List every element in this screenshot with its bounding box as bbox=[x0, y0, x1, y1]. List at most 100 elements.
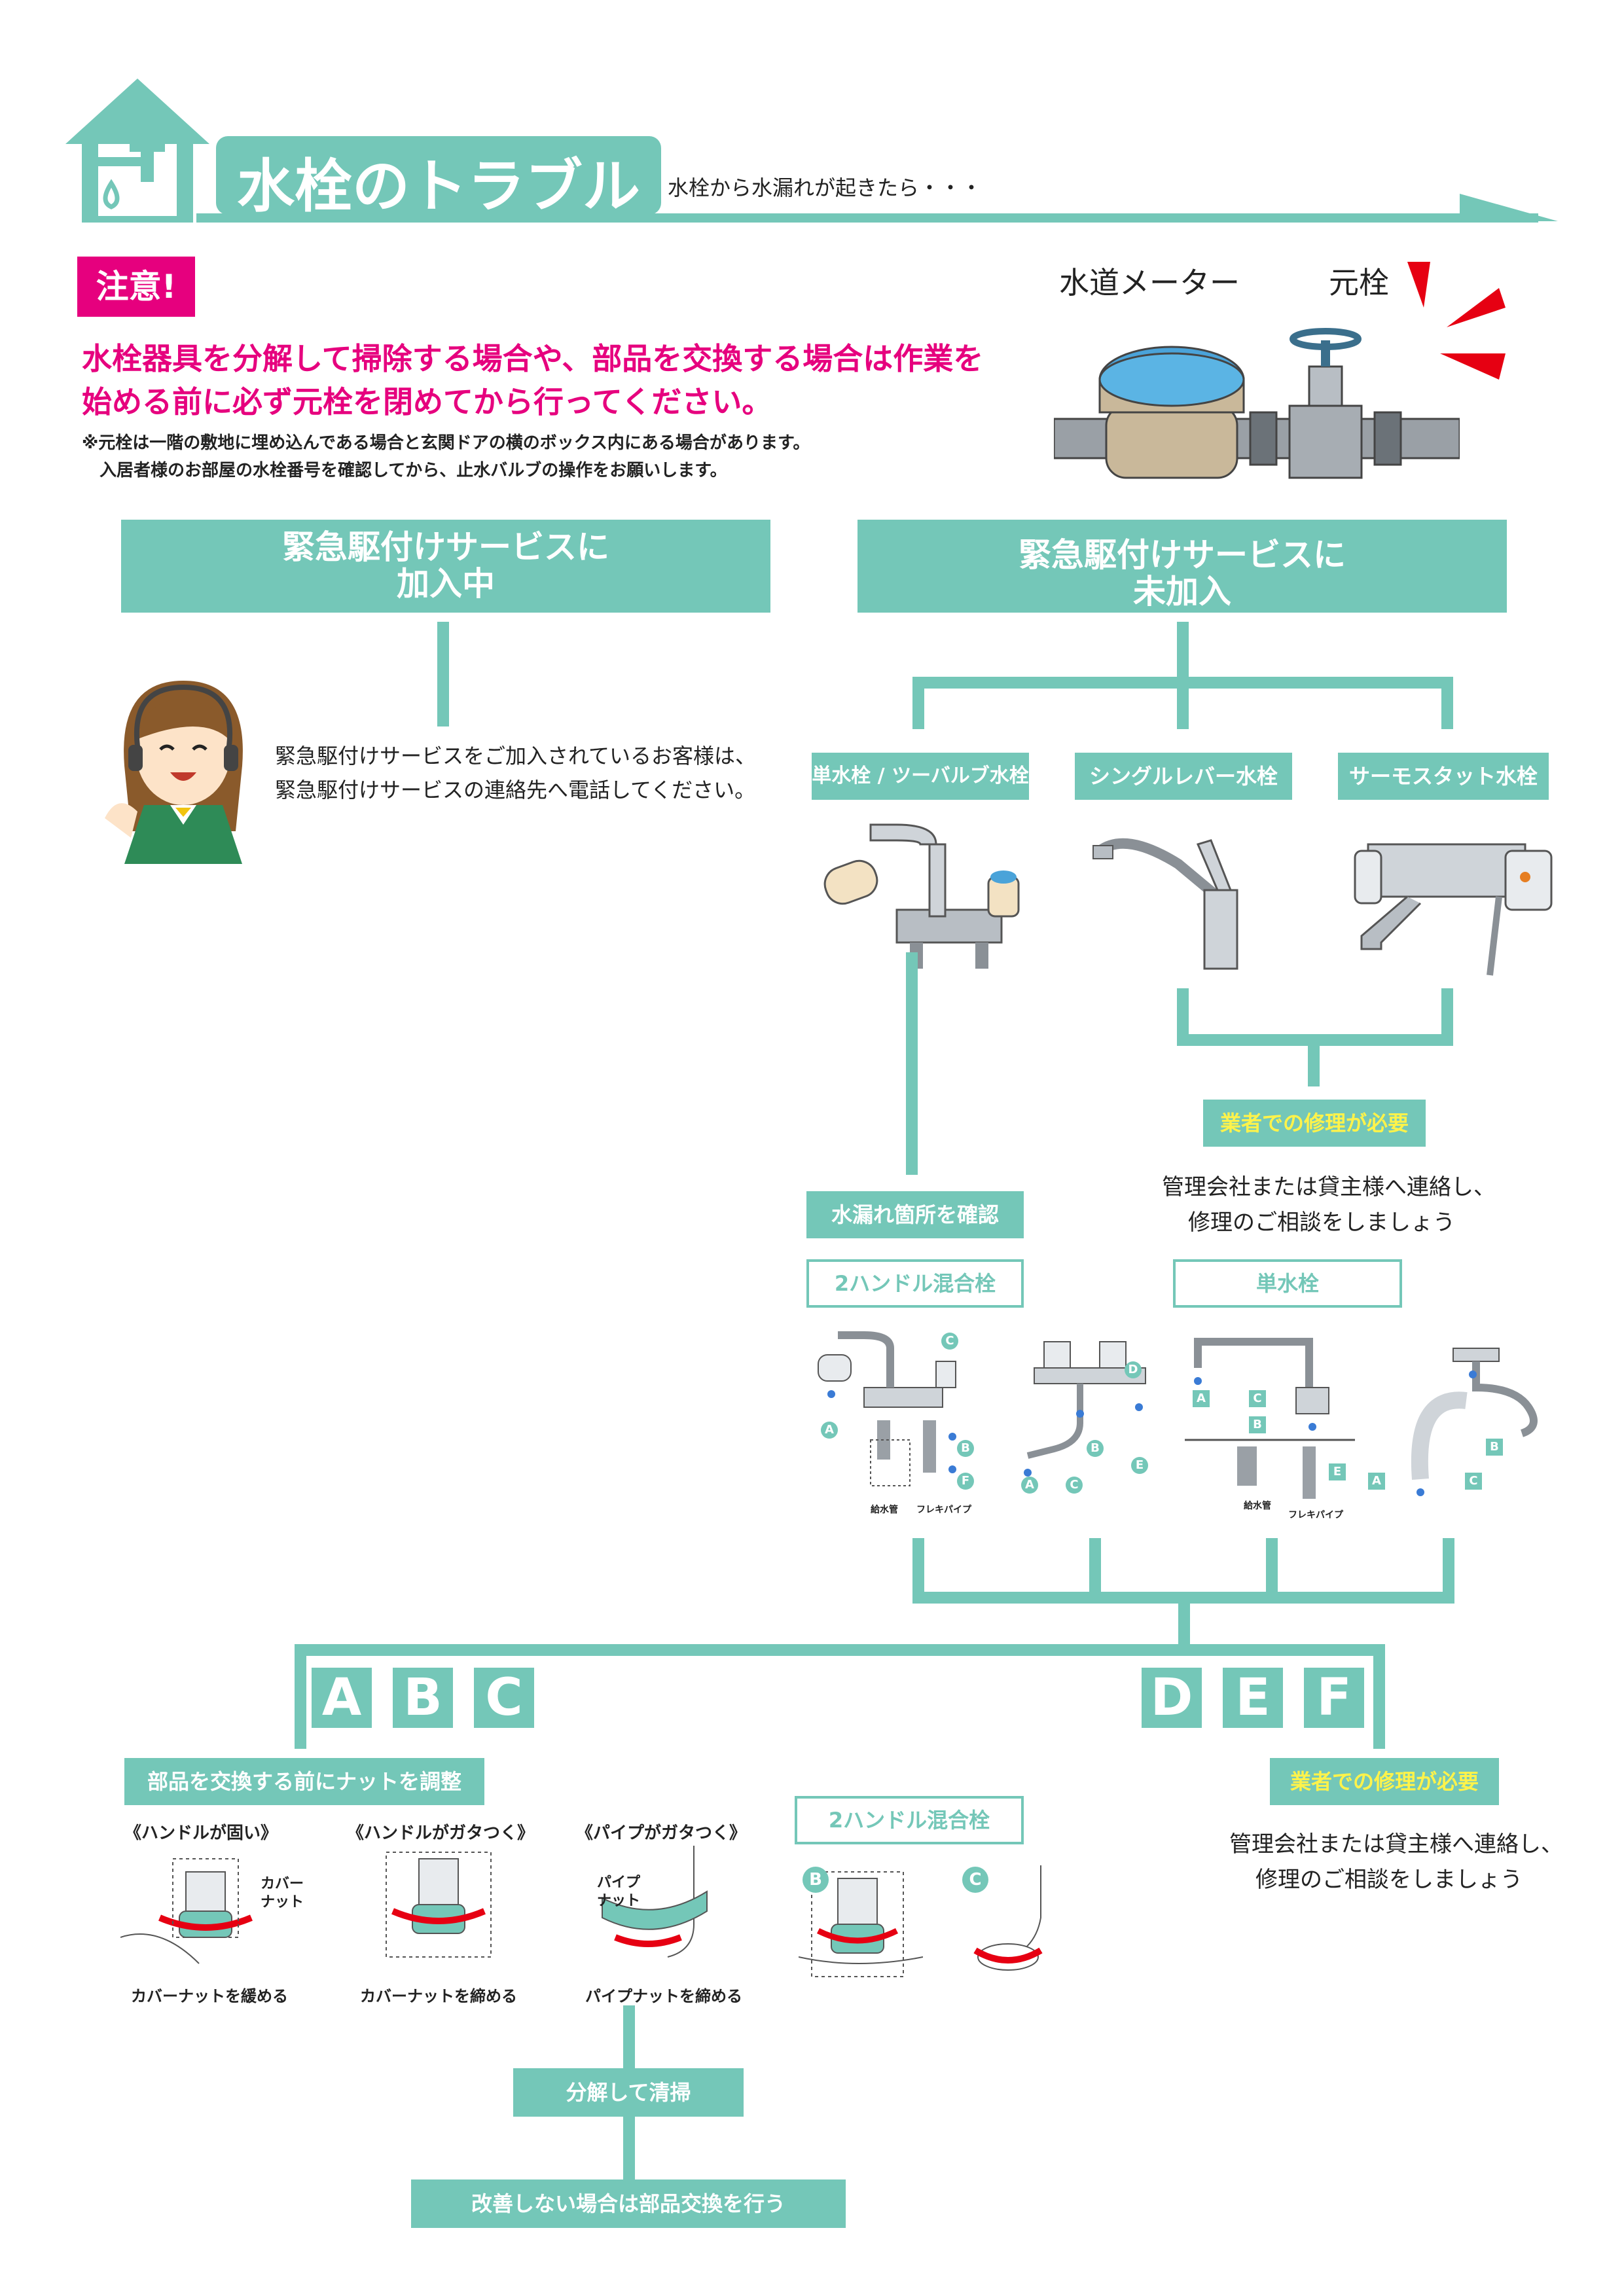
faucet-type-two-valve: 単水栓 / ツーバルブ水栓 bbox=[812, 753, 1029, 800]
leak-label-b-2: B bbox=[1087, 1440, 1104, 1457]
pro-repair-1-message-2: 修理のご相談をしましょう bbox=[1188, 1210, 1455, 1236]
leak-label-c-4: C bbox=[1465, 1473, 1482, 1490]
merge-connector-3 bbox=[1266, 1538, 1278, 1604]
leak-label-c-2: C bbox=[1066, 1477, 1083, 1494]
meter-label: 水道メーター bbox=[1059, 265, 1240, 300]
thermostat-faucet-illustration bbox=[1354, 843, 1553, 976]
merge-connector-2 bbox=[1089, 1538, 1101, 1604]
letter-a: A bbox=[312, 1668, 372, 1728]
leak-label-d-2: D bbox=[1125, 1361, 1142, 1378]
caution-line-2: 始める前に必ず元栓を閉めてから行ってください。 bbox=[82, 384, 772, 420]
leak-check-tag: 水漏れ箇所を確認 bbox=[806, 1191, 1024, 1238]
leak-label-a-3: A bbox=[1193, 1390, 1210, 1407]
subscribed-message-1: 緊急駆付けサービスをご加入されているお客様は、 bbox=[275, 744, 757, 768]
flex-pipe-label-3: フレキパイプ bbox=[1288, 1510, 1343, 1520]
merge-connector-1 bbox=[912, 1538, 924, 1604]
leak-label-e-3: E bbox=[1329, 1463, 1346, 1480]
caution-note-2: 入居者様のお部屋の水栓番号を確認してから、止水バルブの操作をお願いします。 bbox=[99, 461, 727, 480]
caution-badge: 注意! bbox=[77, 257, 195, 317]
clean-step-tag: 分解して清掃 bbox=[513, 2068, 744, 2117]
pro1-connector-left bbox=[1177, 988, 1189, 1041]
leak-label-b-4: B bbox=[1486, 1439, 1503, 1456]
subscribed-header-line-2: 加入中 bbox=[397, 565, 495, 603]
letter-e: E bbox=[1223, 1668, 1283, 1728]
unsub-connector-mid bbox=[1177, 677, 1189, 729]
cover-nut-label-line-2: ナット bbox=[261, 1894, 304, 1910]
two-handle-mixer-label: 2ハンドル混合栓 bbox=[806, 1259, 1024, 1308]
page-title: 水栓のトラブル bbox=[237, 152, 641, 220]
leak-diagram-two-handle-wall bbox=[1024, 1341, 1146, 1477]
step-connector-1 bbox=[623, 2005, 635, 2068]
subscribed-header: 緊急駆付けサービスに 加入中 bbox=[121, 520, 770, 613]
case1-caption: カバーナットを緩める bbox=[131, 1987, 288, 2005]
case3-illustration bbox=[602, 1846, 708, 1958]
page-subtitle: 水栓から水漏れが起きたら・・・ bbox=[668, 175, 983, 200]
unsubscribed-header: 緊急駆付けサービスに 未加入 bbox=[857, 520, 1507, 613]
subscribed-connector bbox=[437, 622, 449, 726]
two-handle-c-illustration bbox=[973, 1865, 1043, 1971]
nut-adjust-tag: 部品を交換する前にナットを調整 bbox=[124, 1758, 484, 1805]
single-faucet-label: 単水栓 bbox=[1173, 1259, 1402, 1308]
split-left-down bbox=[295, 1644, 306, 1749]
supply-pipe-label-3: 給水管 bbox=[1244, 1501, 1271, 1511]
split-horizontal bbox=[295, 1644, 1385, 1656]
supply-pipe-label-1: 給水管 bbox=[871, 1505, 898, 1515]
leak-diagram-two-handle-deck bbox=[818, 1331, 956, 1486]
two-handle-b-illustration bbox=[799, 1871, 923, 1977]
water-meter-illustration bbox=[1054, 328, 1460, 479]
replace-step-tag: 改善しない場合は部品交換を行う bbox=[411, 2179, 846, 2228]
pro-repair-tag-1: 業者での修理が必要 bbox=[1203, 1100, 1426, 1147]
leak-label-f-1: F bbox=[957, 1473, 974, 1490]
letter-b: B bbox=[393, 1668, 453, 1728]
header-title-box bbox=[216, 136, 661, 215]
leak-connector bbox=[906, 952, 918, 1175]
pro1-connector-right bbox=[1441, 988, 1453, 1041]
unsub-connector-right bbox=[1441, 677, 1453, 729]
pipe-nut-label-line-1: パイプ bbox=[597, 1874, 641, 1891]
leak-label-a-1: A bbox=[821, 1422, 838, 1439]
unsub-connector-main bbox=[1177, 622, 1189, 681]
header-house-icon bbox=[65, 79, 209, 223]
faucet-type-thermostat: サーモスタット水栓 bbox=[1338, 753, 1549, 800]
valve-label: 元栓 bbox=[1329, 265, 1389, 300]
two-handle-box-label: 2ハンドル混合栓 bbox=[795, 1796, 1024, 1844]
header-arrow-head bbox=[1460, 194, 1558, 221]
case2-caption: カバーナットを締める bbox=[360, 1987, 517, 2005]
pro-repair-2-message-1: 管理会社または貸主様へ連絡し、 bbox=[1229, 1831, 1563, 1857]
leak-label-c-1: C bbox=[941, 1333, 958, 1350]
letter-c: C bbox=[474, 1668, 534, 1728]
case2-illustration bbox=[386, 1852, 492, 1958]
pro1-connector-down bbox=[1308, 1034, 1320, 1086]
subscribed-message-2: 緊急駆付けサービスの連絡先へ電話してください。 bbox=[275, 778, 756, 802]
step-connector-2 bbox=[623, 2117, 635, 2179]
merge-down bbox=[1178, 1592, 1190, 1655]
leak-diagram-single-deck bbox=[1185, 1338, 1355, 1499]
caution-note-1: ※元栓は一階の敷地に埋め込んである場合と玄関ドアの横のボックス内にある場合があり… bbox=[82, 433, 810, 453]
case1-title: 《ハンドルが固い》 bbox=[124, 1823, 278, 1843]
leak-label-c-3: C bbox=[1249, 1390, 1266, 1407]
leak-label-e-2: E bbox=[1131, 1457, 1148, 1474]
case3-title: 《パイプがガタつく》 bbox=[576, 1823, 747, 1843]
pro-repair-2-message-2: 修理のご相談をしましょう bbox=[1255, 1867, 1523, 1893]
header-bar bbox=[196, 213, 1538, 223]
operator-illustration bbox=[105, 681, 243, 864]
caution-line-1: 水栓器具を分解して掃除する場合や、部品を交換する場合は作業を bbox=[82, 341, 984, 376]
attention-marks-icon bbox=[1407, 262, 1506, 380]
case3-caption: パイプナットを締める bbox=[585, 1987, 742, 2005]
letter-d: D bbox=[1142, 1668, 1202, 1728]
faucet-type-single-lever: シングルレバー水栓 bbox=[1075, 753, 1292, 800]
letter-f: F bbox=[1304, 1668, 1364, 1728]
pro-repair-tag-2: 業者での修理が必要 bbox=[1270, 1758, 1499, 1805]
two-handle-c-marker: C bbox=[962, 1867, 988, 1893]
unsubscribed-header-line-2: 未加入 bbox=[1133, 573, 1231, 611]
pipe-nut-label-line-2: ナット bbox=[597, 1893, 641, 1909]
two-handle-b-marker: B bbox=[803, 1867, 829, 1893]
leak-label-b-3: B bbox=[1249, 1416, 1266, 1433]
leak-label-a-4: A bbox=[1368, 1473, 1385, 1490]
single-lever-faucet-illustration bbox=[1092, 838, 1238, 970]
split-right-down bbox=[1373, 1644, 1385, 1749]
case1-illustration bbox=[120, 1858, 253, 1964]
cover-nut-label-line-1: カバー bbox=[261, 1876, 304, 1892]
unsub-connector-left bbox=[912, 677, 924, 729]
subscribed-header-line-1: 緊急駆付けサービスに bbox=[282, 528, 609, 566]
